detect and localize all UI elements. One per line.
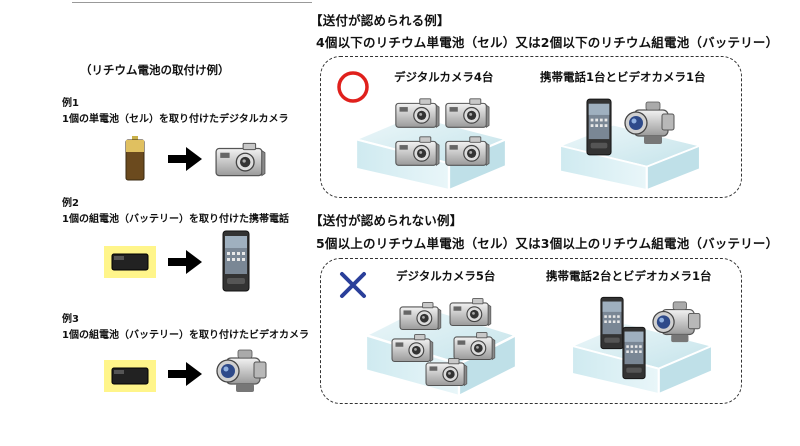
digital-camera-icon xyxy=(394,96,440,131)
allowed-example-box xyxy=(320,56,742,198)
arrow-right-icon xyxy=(168,250,202,274)
not-allowed-example-box xyxy=(320,258,742,404)
video-camera-icon xyxy=(622,100,676,148)
battery-pack-icon xyxy=(104,246,156,278)
allowed-condition: 4個以下のリチウム単電池（セル）又は2個以下のリチウム組電池（バッテリー） xyxy=(316,35,779,50)
example-2-desc: 1個の組電池（バッテリー）を取り付けた携帯電話 xyxy=(62,214,289,225)
aa-battery-icon xyxy=(125,136,145,181)
digital-camera-icon xyxy=(444,134,490,169)
battery-pack-icon xyxy=(104,360,156,392)
cross-ng-icon xyxy=(340,272,366,298)
digital-camera-icon xyxy=(394,134,440,169)
arrow-right-icon xyxy=(168,362,202,386)
digital-camera-icon xyxy=(444,96,490,131)
top-rule xyxy=(72,2,312,3)
not-allowed-left-caption: デジタルカメラ5台 xyxy=(396,269,496,283)
mobile-phone-icon xyxy=(600,296,624,350)
mobile-phone-icon xyxy=(622,326,646,380)
circle-ok-icon xyxy=(337,71,369,103)
allowed-right-caption: 携帯電話1台とビデオカメラ1台 xyxy=(540,70,706,84)
not-allowed-heading: 【送付が認められない例】 xyxy=(310,213,463,228)
example-3-desc: 1個の組電池（バッテリー）を取り付けたビデオカメラ xyxy=(62,330,309,341)
digital-camera-icon xyxy=(424,356,468,389)
example-1-desc: 1個の単電池（セル）を取り付けたデジタルカメラ xyxy=(62,114,289,125)
digital-camera-icon xyxy=(448,296,492,329)
allowed-heading: 【送付が認められる例】 xyxy=(310,13,450,28)
left-title: （リチウム電池の取付け例） xyxy=(80,63,230,77)
example-1-label: 例1 xyxy=(62,98,79,109)
digital-camera-icon xyxy=(214,140,266,180)
example-2-label: 例2 xyxy=(62,198,79,209)
not-allowed-right-caption: 携帯電話2台とビデオカメラ1台 xyxy=(546,269,712,283)
arrow-right-icon xyxy=(168,147,202,171)
video-camera-icon xyxy=(214,348,268,396)
example-3-label: 例3 xyxy=(62,314,79,325)
digital-camera-icon xyxy=(398,300,442,333)
video-camera-icon xyxy=(650,300,702,346)
mobile-phone-icon xyxy=(222,230,250,292)
not-allowed-condition: 5個以上のリチウム単電池（セル）又は3個以上のリチウム組電池（バッテリー） xyxy=(316,236,779,251)
allowed-left-caption: デジタルカメラ4台 xyxy=(394,70,494,84)
mobile-phone-icon xyxy=(586,98,612,156)
